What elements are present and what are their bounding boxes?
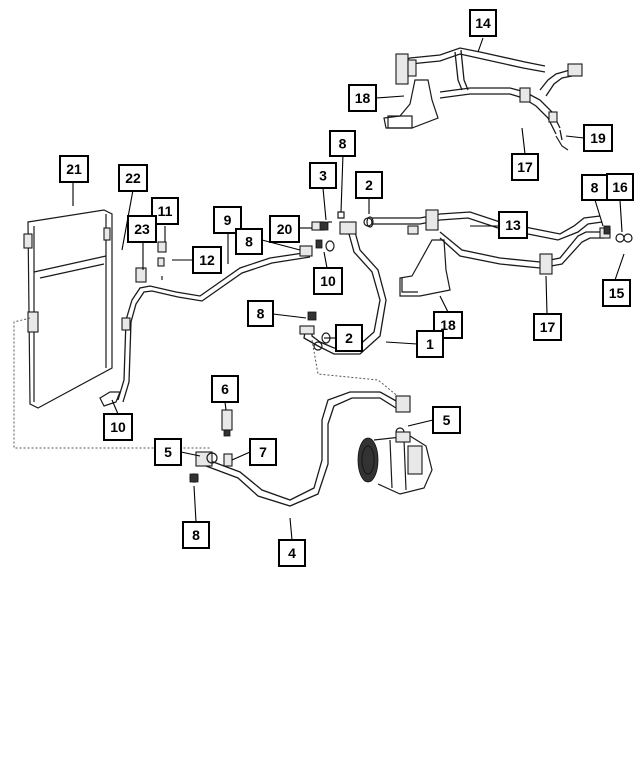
svg-text:19: 19 — [590, 130, 606, 146]
callout-8-a: 8 — [329, 130, 356, 157]
svg-text:7: 7 — [259, 444, 267, 460]
callout-12: 12 — [192, 246, 222, 274]
callout-15: 15 — [602, 279, 631, 307]
upper-line-assembly — [383, 47, 583, 151]
callout-2-top: 2 — [355, 171, 383, 199]
svg-text:2: 2 — [345, 330, 353, 346]
svg-text:6: 6 — [221, 381, 229, 397]
callout-21: 21 — [59, 155, 89, 183]
callout-16: 16 — [606, 173, 634, 201]
callout-2-mid: 2 — [335, 324, 363, 352]
svg-text:22: 22 — [125, 170, 141, 186]
svg-text:5: 5 — [164, 444, 172, 460]
svg-text:1: 1 — [426, 336, 434, 352]
svg-text:4: 4 — [288, 545, 296, 561]
callout-23: 23 — [127, 215, 157, 243]
callout-4: 4 — [278, 539, 306, 567]
svg-text:10: 10 — [110, 419, 126, 435]
svg-text:18: 18 — [440, 317, 456, 333]
callout-8-b: 8 — [235, 228, 263, 255]
svg-text:20: 20 — [277, 221, 293, 237]
svg-text:10: 10 — [320, 273, 336, 289]
callout-14: 14 — [469, 9, 497, 37]
svg-text:8: 8 — [257, 306, 265, 322]
svg-text:9: 9 — [224, 212, 232, 228]
svg-text:8: 8 — [245, 234, 253, 250]
svg-text:11: 11 — [158, 203, 173, 219]
dashed-guide-left — [13, 317, 210, 449]
svg-text:17: 17 — [517, 159, 533, 175]
discharge-hose — [189, 391, 411, 507]
svg-text:16: 16 — [612, 179, 628, 195]
svg-text:3: 3 — [319, 168, 327, 184]
callout-17-mid: 17 — [533, 313, 562, 341]
callout-17-top: 17 — [511, 153, 539, 181]
svg-text:12: 12 — [199, 252, 215, 268]
svg-text:18: 18 — [355, 90, 371, 106]
svg-text:5: 5 — [443, 412, 451, 428]
callout-7: 7 — [249, 438, 277, 466]
callout-19: 19 — [583, 124, 613, 152]
svg-text:15: 15 — [609, 285, 625, 301]
svg-text:8: 8 — [192, 527, 200, 543]
svg-text:17: 17 — [540, 319, 556, 335]
callout-10-left: 10 — [103, 413, 133, 441]
callout-20: 20 — [269, 215, 300, 243]
callout-18-top: 18 — [348, 84, 377, 112]
callout-1: 1 — [416, 330, 444, 358]
svg-text:14: 14 — [475, 15, 491, 31]
callout-5-right: 5 — [432, 406, 461, 434]
liquid-line — [117, 221, 325, 403]
callout-6: 6 — [211, 375, 239, 403]
callout-5-left: 5 — [154, 438, 182, 466]
svg-text:13: 13 — [505, 217, 521, 233]
svg-text:2: 2 — [365, 177, 373, 193]
compressor — [357, 431, 433, 495]
svg-text:23: 23 — [134, 221, 150, 237]
callout-8-d: 8 — [247, 300, 274, 327]
callout-8-c: 8 — [581, 174, 608, 201]
condenser — [23, 209, 121, 409]
callout-11: 11 — [151, 197, 179, 225]
dashed-guide-center — [311, 339, 401, 399]
callout-13: 13 — [498, 211, 528, 239]
suction-line — [299, 211, 387, 355]
svg-text:8: 8 — [591, 180, 599, 196]
callout-22: 22 — [118, 164, 148, 192]
callout-3: 3 — [309, 162, 337, 189]
svg-text:21: 21 — [66, 161, 82, 177]
callout-10-mid: 10 — [313, 267, 343, 295]
callout-8-e: 8 — [182, 521, 210, 549]
svg-text:8: 8 — [339, 136, 347, 152]
